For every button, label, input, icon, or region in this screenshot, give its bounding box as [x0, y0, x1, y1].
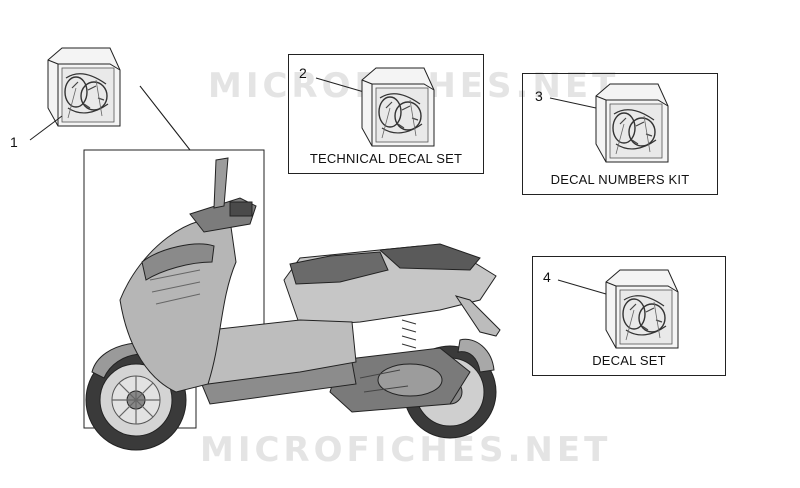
- callout-number-2: 2: [299, 65, 307, 81]
- callout-number-4: 4: [543, 269, 551, 285]
- callout-number-1: 1: [10, 134, 18, 150]
- callout-label-decal-set: DECAL SET: [592, 353, 666, 368]
- leader-line-1: [29, 115, 63, 141]
- callout-label-technical-decal-set: TECHNICAL DECAL SET: [309, 151, 463, 166]
- callout-box-technical-decal-set: 2 TECHNICAL DECAL SET: [288, 54, 484, 174]
- leader-line-3: [549, 97, 597, 109]
- callout-frame-1-right: [190, 149, 265, 378]
- callout-box-decal-numbers-kit: 3 DECAL NUMBERS KIT: [522, 73, 718, 195]
- leader-line-2: [315, 77, 365, 93]
- decal-kit-bag-icon: [47, 47, 121, 127]
- watermark-bottom: MICROFICHES.NET: [200, 430, 612, 470]
- callout-box-decal-set: 4 DECAL SET: [532, 256, 726, 376]
- leader-line-4: [557, 279, 607, 295]
- callout-number-3: 3: [535, 88, 543, 104]
- scooter-drawing: [85, 157, 501, 451]
- callout-label-decal-numbers-kit: DECAL NUMBERS KIT: [550, 172, 690, 187]
